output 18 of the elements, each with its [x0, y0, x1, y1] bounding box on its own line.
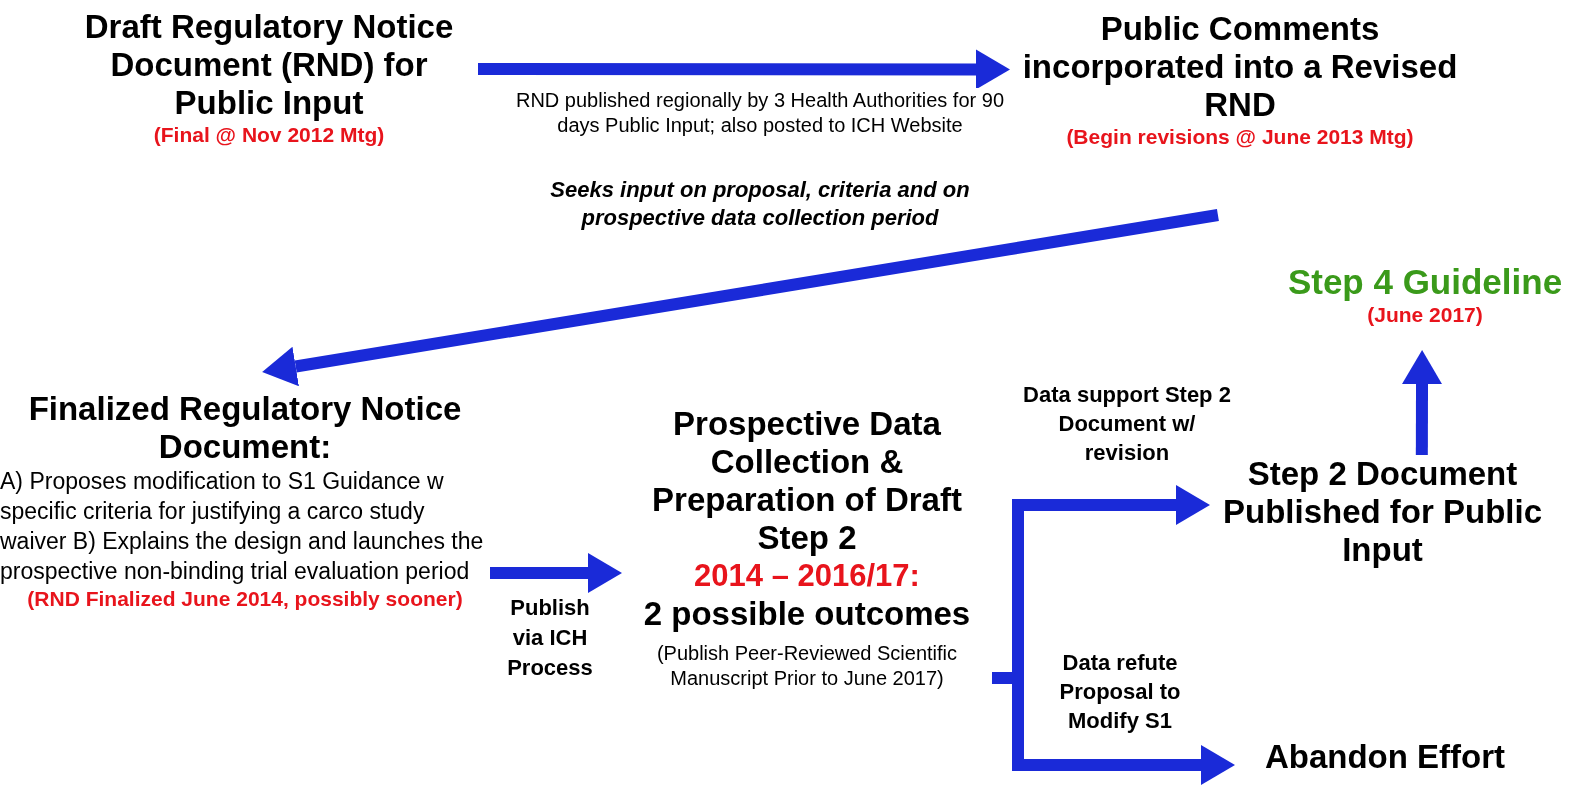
- node-heading: Prospective Data Collection & Preparation of Draft Step 2: [651, 405, 963, 557]
- arrow: [1402, 350, 1442, 456]
- date-note: (RND Finalized June 2014, possibly sooner): [27, 586, 463, 612]
- node-heading: 2 possible outcomes: [643, 595, 971, 633]
- arrow: [262, 209, 1219, 387]
- node-heading: Draft Regulatory Notice Document (RND) for Public Input: [83, 8, 455, 122]
- node-description: A) Proposes modification to S1 Guidance w specific criteria for justifying a carco study waiver B) Explains the design and launches the prospective non-binding trial evaluation period: [0, 467, 485, 586]
- node-heading: Finalized Regulatory Notice Document:: [27, 390, 463, 466]
- node-note: (Publish Peer-Reviewed Scientific Manuscript Prior to June 2017): [655, 641, 959, 691]
- node-heading: Abandon Effort: [1264, 738, 1506, 776]
- date-note: (Final @ Nov 2012 Mtg): [153, 122, 385, 148]
- date-note: (June 2017): [1367, 302, 1483, 328]
- arrow: [478, 49, 1010, 90]
- node-heading: Step 4 Guideline: [1287, 262, 1563, 302]
- date-note: (Begin revisions @ June 2013 Mtg): [1066, 124, 1414, 150]
- arrow: [490, 553, 622, 593]
- date-range: 2014 – 2016/17:: [694, 557, 920, 595]
- node-heading: Public Comments incorporated into a Revised RND: [1021, 10, 1459, 124]
